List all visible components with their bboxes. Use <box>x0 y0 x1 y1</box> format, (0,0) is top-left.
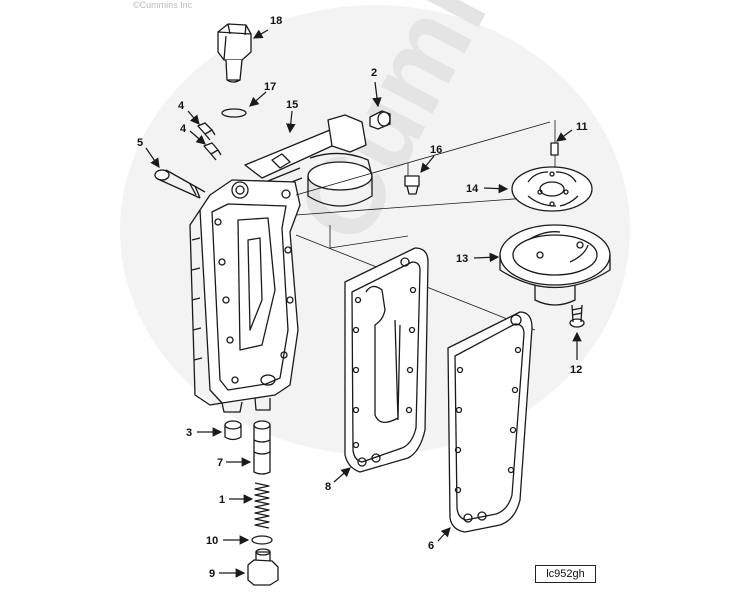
callout-6: 6 <box>428 540 434 552</box>
thermostat-housing-15 <box>244 114 373 207</box>
callout-16: 16 <box>430 144 442 156</box>
callout-15: 15 <box>286 99 298 111</box>
callout-4a: 4 <box>178 100 185 112</box>
callout-2: 2 <box>371 67 377 79</box>
callout-18: 18 <box>270 15 282 27</box>
callout-8: 8 <box>325 481 331 493</box>
callout-9: 9 <box>209 568 215 580</box>
callout-7: 7 <box>217 457 223 469</box>
gasket-8 <box>344 247 429 473</box>
callout-11: 11 <box>576 121 588 133</box>
callout-13: 13 <box>456 253 468 265</box>
callout-leaders <box>145 29 582 578</box>
seal-ring-17 <box>221 108 247 118</box>
spring-1 <box>254 482 270 529</box>
bolt-12 <box>569 304 585 328</box>
callout-1: 1 <box>219 494 225 506</box>
plate-14 <box>511 166 593 212</box>
figure-id-box: lc952gh <box>535 565 596 583</box>
gasket-6 <box>447 311 533 533</box>
plunger-7 <box>253 420 271 475</box>
callout-3: 3 <box>186 427 192 439</box>
callout-labels: 18 17 2 4 4 5 15 16 11 14 13 12 3 7 1 10… <box>137 15 588 580</box>
oil-cooler-housing <box>189 179 301 413</box>
fitting-4b <box>203 142 222 161</box>
cup-plug-3 <box>224 420 242 441</box>
callout-17: 17 <box>264 81 276 93</box>
fitting-4a <box>197 122 216 141</box>
plug-9 <box>247 548 279 586</box>
housing-cover-13 <box>499 224 611 306</box>
cap-2 <box>369 110 391 130</box>
callout-4b: 4 <box>180 123 187 135</box>
copyright-notice: ©Cummins Inc <box>133 0 193 10</box>
callout-12: 12 <box>570 364 582 376</box>
fitting-16 <box>404 175 420 195</box>
plug-18 <box>217 23 252 83</box>
callout-5: 5 <box>137 137 143 149</box>
callout-10: 10 <box>206 535 218 547</box>
pin-11 <box>550 142 559 156</box>
bolt-5 <box>154 169 206 199</box>
callout-14: 14 <box>466 183 479 195</box>
washer-10 <box>251 535 273 545</box>
